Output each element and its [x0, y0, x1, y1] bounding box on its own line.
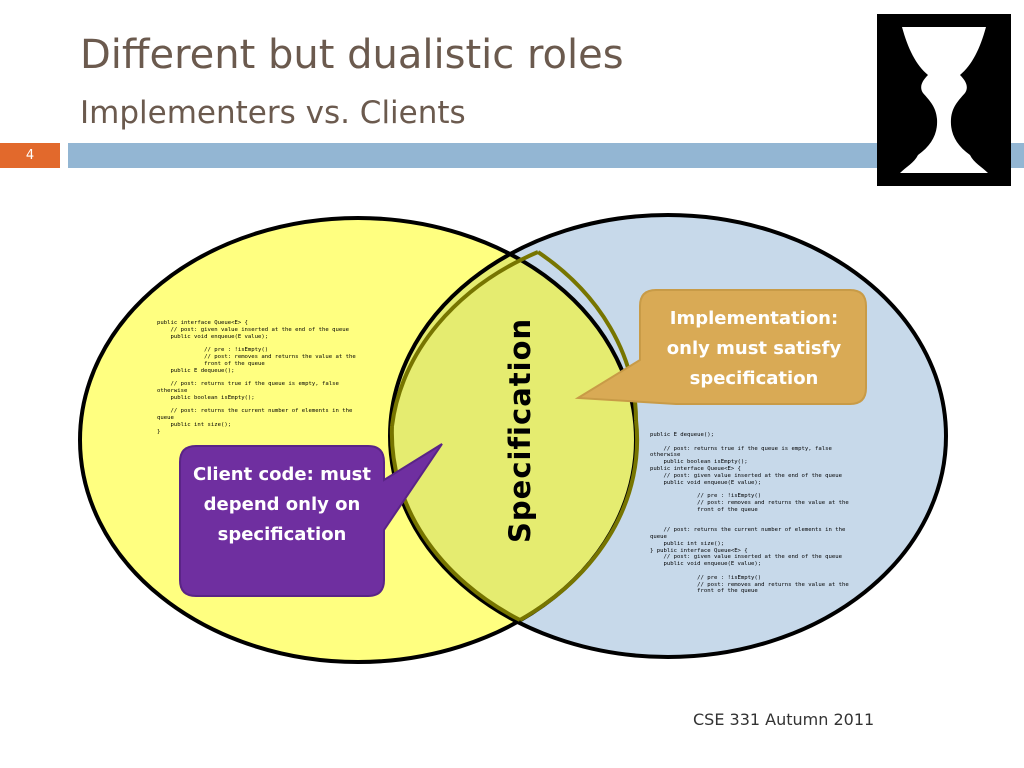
left-code-listing: public interface Queue<E> { // post: giv… — [157, 320, 356, 435]
slide-title: Different but dualistic roles — [80, 32, 624, 78]
client-callout — [179, 443, 443, 597]
overlap-region — [390, 218, 636, 657]
client-callout-text: Client code: must depend only on specifi… — [193, 464, 371, 545]
implementation-callout-text: Implementation: only must satisfy specif… — [666, 308, 842, 389]
footer-course: CSE 331 Autumn 2011 — [693, 710, 875, 729]
implementation-callout — [574, 289, 867, 405]
slide-subtitle: Implementers vs. Clients — [80, 95, 466, 131]
specification-label: Specification — [503, 317, 537, 543]
right-code-listing: public E dequeue(); // post: returns tru… — [650, 432, 849, 595]
rubin-vase-icon — [877, 14, 1011, 186]
header-bar — [68, 143, 1024, 168]
slide-number: 4 — [0, 143, 60, 168]
